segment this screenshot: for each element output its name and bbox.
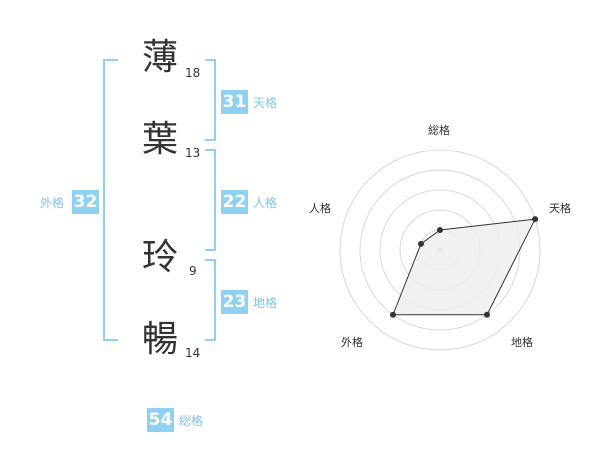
radar-label-chikaku: 地格 [511,336,533,349]
radar-value-polygon [392,218,536,316]
radar-point-1 [532,216,539,223]
radar-label-gaikaku: 外格 [341,336,363,349]
gaikaku-label: 外格 [40,196,65,210]
name-char-3-strokes: 9 [189,264,197,278]
name-char-2-strokes: 13 [185,146,201,160]
name-char-4: 暢 [141,319,178,360]
soukaku-badge: 54 [147,408,174,432]
soukaku-label: 総格 [179,414,204,428]
radar-point-4 [417,240,424,247]
radar-point-2 [484,311,491,318]
jinkaku-label: 人格 [253,196,278,210]
chikaku-label: 地格 [253,296,278,310]
chikaku-bracket [205,259,216,341]
tenkaku-label: 天格 [253,96,278,110]
gaikaku-badge: 32 [72,190,99,214]
name-char-2: 葉 [141,119,178,160]
radar-point-3 [389,311,396,318]
chikaku-badge: 23 [221,290,248,314]
radar-label-tenkaku: 天格 [549,202,571,215]
name-char-1: 薄 [141,37,178,78]
name-char-4-strokes: 14 [185,346,201,360]
gaikaku-bracket [103,59,118,341]
jinkaku-badge: 22 [221,190,248,214]
tenkaku-bracket [205,59,216,141]
name-char-3: 玲 [141,237,178,278]
name-char-1-strokes: 18 [185,66,201,80]
radar-label-jinkaku: 人格 [309,202,331,215]
tenkaku-badge: 31 [221,90,248,114]
radar-label-soukaku: 総格 [428,124,450,137]
radar-point-0 [437,227,443,233]
radar-grid-ring [339,149,541,351]
jinkaku-bracket [205,149,216,251]
